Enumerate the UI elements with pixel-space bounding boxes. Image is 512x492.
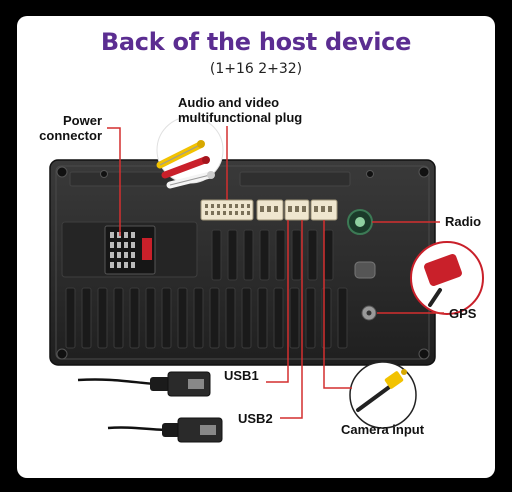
vent-fin (145, 287, 156, 349)
radio-antenna-port (347, 209, 373, 235)
vent-fin (291, 229, 302, 281)
usb-pin (302, 206, 306, 212)
av-pin (229, 204, 232, 208)
av-pin (217, 204, 220, 208)
vent-fin (305, 287, 316, 349)
vent-fin (113, 287, 124, 349)
screw-bottom-left (56, 348, 68, 360)
power-pin (131, 262, 135, 268)
radio-plug-image (410, 241, 484, 315)
av-pin (223, 204, 226, 208)
usb-pin (295, 206, 299, 212)
label-gps: GPS (449, 306, 477, 321)
usb-pin (274, 206, 278, 212)
vent-fin (177, 287, 188, 349)
power-pin (124, 252, 128, 258)
gps-port (361, 305, 377, 321)
av-pin (247, 204, 250, 208)
power-pin (131, 252, 135, 258)
vent-fin (97, 287, 108, 349)
av-pin (241, 211, 244, 215)
vent-fin (227, 229, 238, 281)
vent-fin (337, 287, 348, 349)
av-pin (211, 204, 214, 208)
usb1-cable (77, 371, 211, 397)
label-power-connector: Power connector (39, 113, 102, 143)
vent-fin (275, 229, 286, 281)
av-pin (223, 211, 226, 215)
usb-pin (328, 206, 332, 212)
vent-fin (65, 287, 76, 349)
power-pin (131, 232, 135, 238)
usb2-cable (107, 417, 223, 443)
screw-top-right (418, 166, 430, 178)
vent-fin (209, 287, 220, 349)
power-pin (124, 262, 128, 268)
av-pin (241, 204, 244, 208)
label-usb1: USB1 (224, 368, 259, 383)
screw-bottom-right (418, 348, 430, 360)
label-av-plug: Audio and video multifunctional plug (178, 95, 303, 125)
av-pin (205, 211, 208, 215)
power-pin (117, 252, 121, 258)
power-pin (110, 242, 114, 248)
vent-fin (307, 229, 318, 281)
power-pin (110, 262, 114, 268)
vent-fin (81, 287, 92, 349)
vent-fin (129, 287, 140, 349)
label-camera-input: Camera input (341, 422, 425, 437)
usb-pin (288, 206, 292, 212)
av-pin (235, 204, 238, 208)
power-pin (124, 232, 128, 238)
power-connector (104, 225, 156, 275)
av-pin (229, 211, 232, 215)
usb-camera-connectors (256, 199, 338, 221)
camera-plug-image (349, 361, 417, 429)
page-title: Back of the host device (100, 28, 412, 56)
usb-pin (314, 206, 318, 212)
rca-plugs-image (156, 116, 224, 189)
av-pin (205, 204, 208, 208)
vent-fin (193, 287, 204, 349)
vent-fin (225, 287, 236, 349)
vent-fin (161, 287, 172, 349)
av-pin (211, 211, 214, 215)
page-subtitle: (1+16 2+32) (209, 61, 303, 77)
usb-pin (267, 206, 271, 212)
leader-usb1 (266, 220, 289, 383)
power-pin (117, 242, 121, 248)
vent-fin (211, 229, 222, 281)
power-pin (117, 262, 121, 268)
power-pin (110, 232, 114, 238)
screw-top-left (56, 166, 68, 178)
power-pin (117, 232, 121, 238)
usb-pin (260, 206, 264, 212)
vent-fin (273, 287, 284, 349)
av-plug-connector (200, 199, 254, 221)
vent-fin (241, 287, 252, 349)
vent-fin (289, 287, 300, 349)
usb-pin (321, 206, 325, 212)
vent-fin (323, 229, 334, 281)
av-pin (235, 211, 238, 215)
vent-fin (257, 287, 268, 349)
leader-power (107, 127, 121, 236)
leader-camera (323, 220, 352, 389)
leader-usb2 (280, 220, 303, 419)
power-pin (124, 242, 128, 248)
av-pin (247, 211, 250, 215)
power-pin (110, 252, 114, 258)
power-pin (131, 242, 135, 248)
vent-fin (259, 229, 270, 281)
av-pin (217, 211, 220, 215)
leader-lines (107, 126, 444, 419)
label-radio: Radio (445, 214, 482, 229)
label-usb2: USB2 (238, 411, 273, 426)
vent-fin (243, 229, 254, 281)
